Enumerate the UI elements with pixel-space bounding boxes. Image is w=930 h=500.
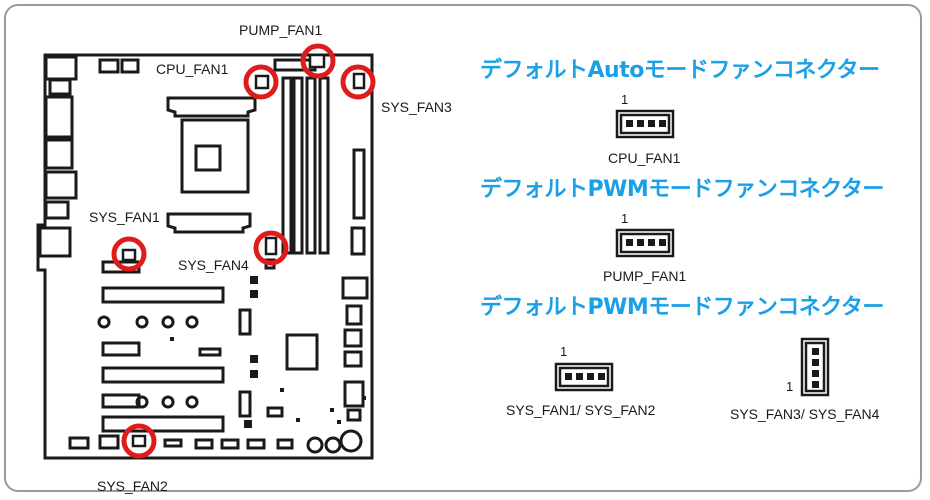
highlight-sys-fan4 [253, 230, 289, 266]
diagram-frame [4, 4, 922, 492]
cpu-fan1-connector-icon [615, 109, 675, 139]
section-1-pin-label: 1 [621, 92, 629, 107]
board-outline [36, 53, 374, 460]
io-block [44, 55, 78, 81]
sys-fan12-connector-icon [554, 362, 614, 392]
sys-fan4-board-label: SYS_FAN4 [178, 257, 249, 273]
sys-fan2-board-label: SYS_FAN2 [97, 478, 168, 494]
section-2-connector-label: PUMP_FAN1 [603, 268, 687, 284]
section-1-connector-label: CPU_FAN1 [608, 150, 681, 166]
section-2-pin-label: 1 [621, 211, 629, 226]
section-3-heading: デフォルトPWMモードファンコネクター [480, 295, 884, 320]
sys-fan3-board-label: SYS_FAN3 [381, 99, 452, 115]
section-3-pin-label-vertical: 1 [786, 379, 794, 394]
section-2-heading: デフォルトPWMモードファンコネクター [480, 177, 884, 202]
highlight-cpu-fan1 [243, 64, 279, 100]
cpu-fan1-header [254, 74, 270, 90]
sys-fan1-board-label: SYS_FAN1 [89, 209, 160, 225]
highlight-pump-fan1 [300, 43, 336, 79]
cpu-socket [180, 118, 250, 194]
dimm-slot [281, 76, 293, 255]
sys-fan3-header [352, 72, 366, 90]
section-3-connector-label-vertical: SYS_FAN3/ SYS_FAN4 [730, 406, 880, 422]
section-1-heading: デフォルトAutoモードファンコネクター [480, 58, 880, 83]
sys-fan34-connector-icon [800, 337, 830, 397]
highlight-sys-fan3 [340, 64, 376, 100]
section-3-pin-label-horizontal: 1 [560, 344, 568, 359]
highlight-sys-fan1 [111, 236, 147, 272]
pump-fan1-connector-icon [615, 228, 675, 258]
pump-fan1-board-label: PUMP_FAN1 [239, 22, 323, 38]
section-3-connector-label-horizontal: SYS_FAN1/ SYS_FAN2 [506, 402, 656, 418]
sys-fan2-header [131, 434, 147, 448]
highlight-sys-fan2 [121, 423, 157, 459]
sys-fan4-header [264, 236, 278, 256]
chipset [285, 333, 319, 371]
pump-fan1-header [308, 53, 326, 69]
sys-fan1-header [121, 248, 137, 262]
cpu-fan1-board-label: CPU_FAN1 [156, 61, 229, 77]
